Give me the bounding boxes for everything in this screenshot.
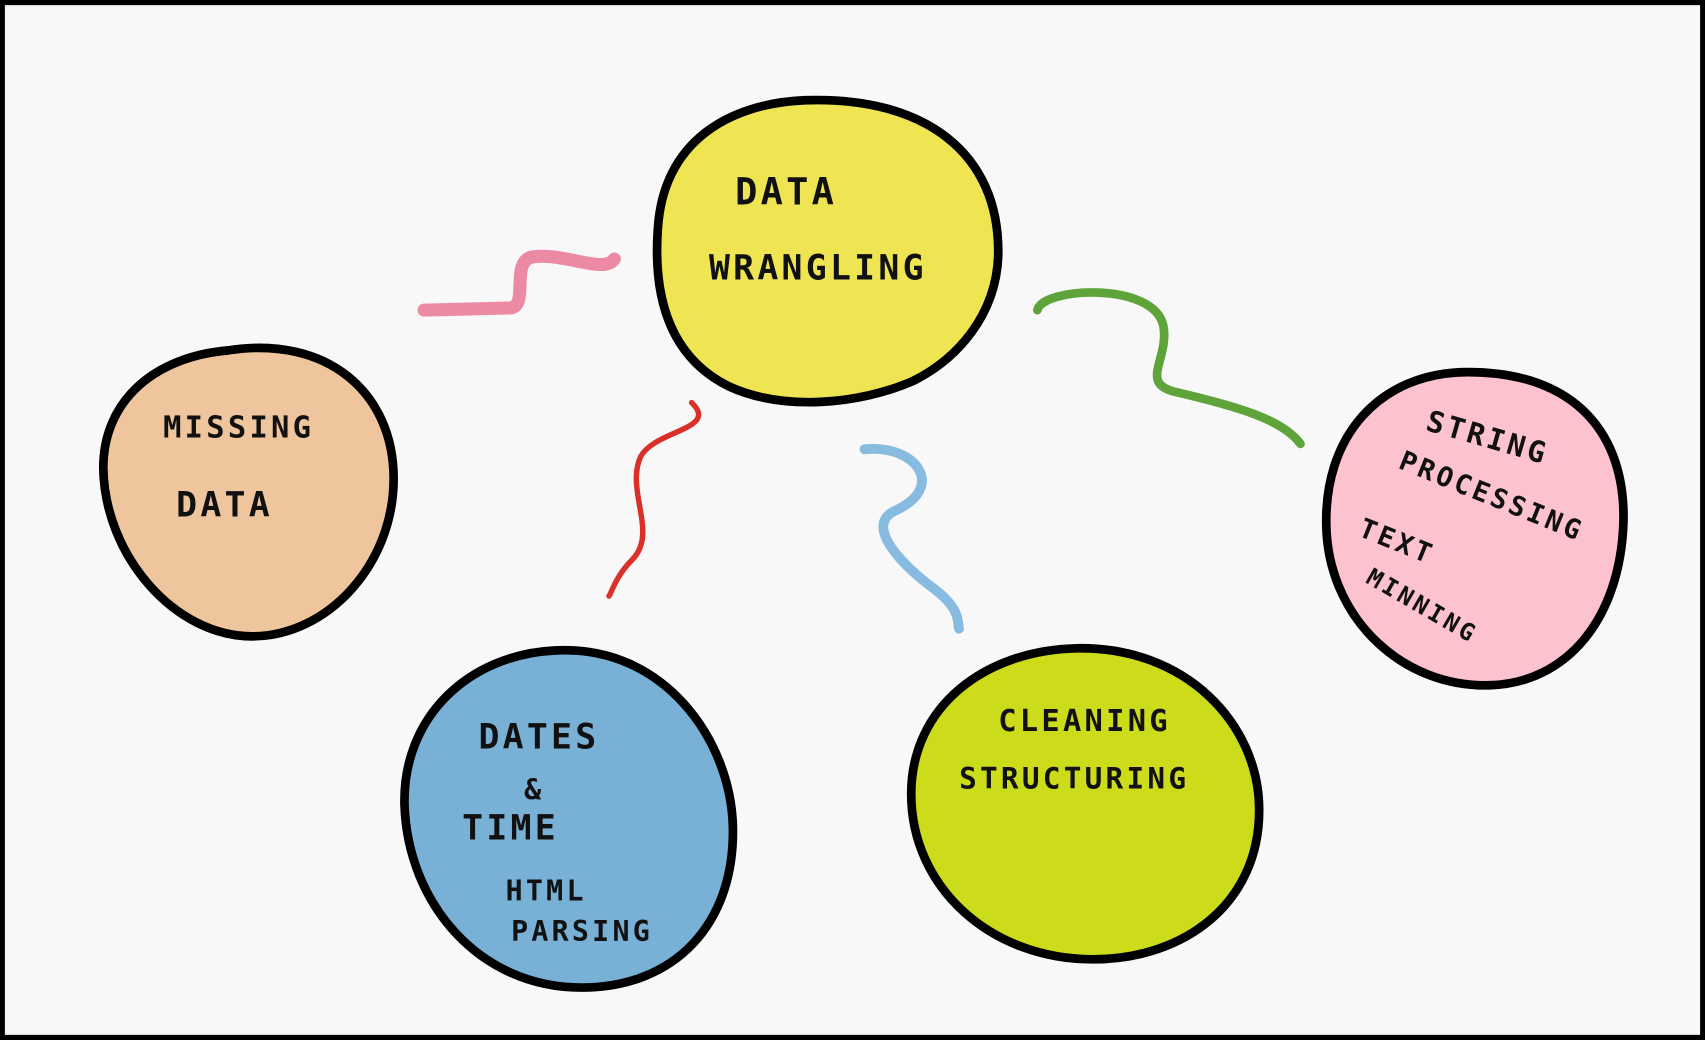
node-label: MISSING (163, 410, 314, 445)
node-label: STRUCTURING (959, 762, 1189, 796)
node-label: PARSING (511, 915, 653, 948)
node-label: CLEANING (998, 704, 1171, 739)
connector-dates (606, 399, 702, 599)
node-label: & (524, 773, 544, 806)
node-label: DATES (478, 717, 599, 757)
connector-cleaning (859, 444, 964, 634)
node-missing-data: MISSING DATA (98, 343, 398, 641)
node-label: DATA (735, 171, 837, 214)
node-label: DATA (176, 486, 273, 526)
node-dates-time: DATES & TIME HTML PARSING (400, 645, 738, 992)
node-label: HTML (506, 875, 587, 908)
node-cleaning-structuring: CLEANING STRUCTURING (906, 643, 1264, 964)
node-string-processing: STRING PROCESSING TEXT MINNING (1321, 367, 1628, 690)
node-label: WRANGLING (709, 249, 927, 289)
connector-missing (417, 249, 621, 317)
connector-string (1033, 288, 1305, 449)
node-data-wrangling: DATA WRANGLING (652, 95, 1003, 407)
node-label: TIME (462, 809, 559, 849)
